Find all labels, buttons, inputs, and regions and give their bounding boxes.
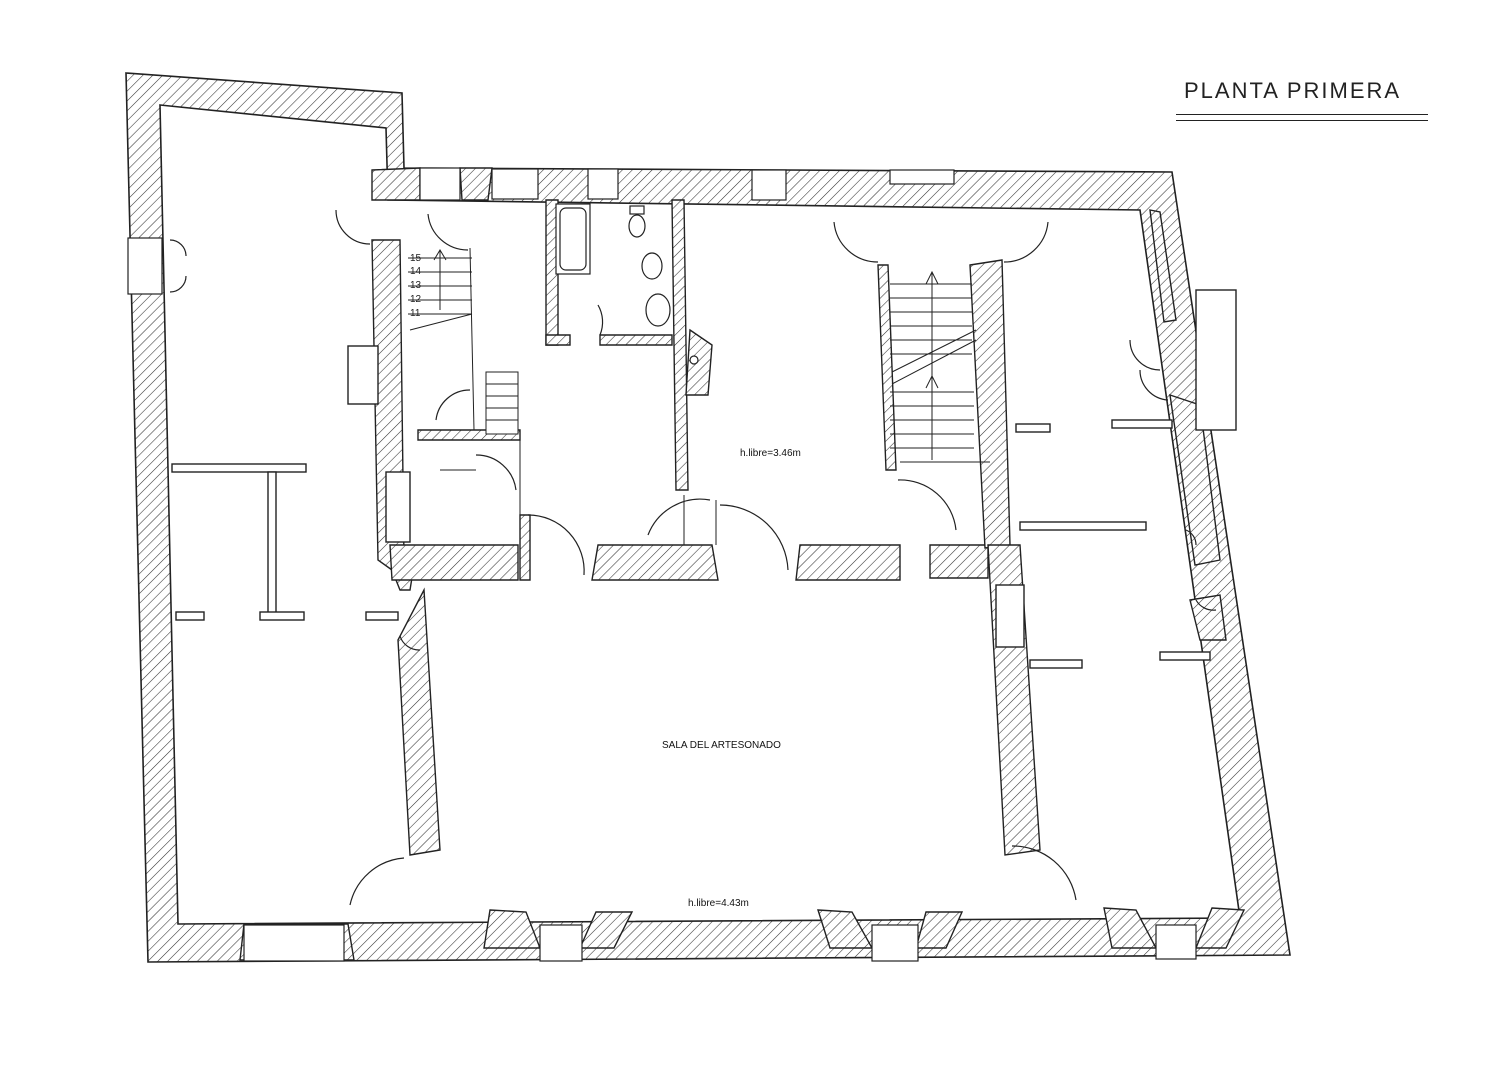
title-block: PLANTA PRIMERA xyxy=(1176,76,1428,128)
detail-lines xyxy=(440,430,990,545)
door-swings xyxy=(169,209,1217,906)
left-stair xyxy=(408,247,519,435)
outer-wall xyxy=(125,72,1291,963)
washbasin xyxy=(645,293,671,327)
stair-step-numbers: 15 14 13 12 11 xyxy=(410,253,422,319)
svg-text:13: 13 xyxy=(410,280,422,291)
toilet xyxy=(628,214,646,238)
svg-text:12: 12 xyxy=(410,294,422,305)
svg-text:15: 15 xyxy=(410,253,422,264)
right-stair xyxy=(890,270,977,460)
wall-openings xyxy=(127,167,1197,962)
svg-text:11: 11 xyxy=(410,308,421,319)
label-ceiling-height-lower: h.libre=4.43m xyxy=(688,898,749,909)
svg-text:14: 14 xyxy=(410,266,422,277)
bidet xyxy=(641,252,663,280)
interior-walls xyxy=(239,167,1246,961)
title-underline-second xyxy=(1176,120,1428,121)
title-underline xyxy=(1176,114,1428,115)
label-ceiling-height-upper: h.libre=3.46m xyxy=(740,448,801,459)
partitions xyxy=(171,289,1237,669)
label-sala-del-artesonado: SALA DEL ARTESONADO xyxy=(662,740,781,751)
plan-title: PLANTA PRIMERA xyxy=(1184,78,1402,103)
fireplace xyxy=(347,345,379,405)
bathroom-fixtures xyxy=(555,203,699,365)
